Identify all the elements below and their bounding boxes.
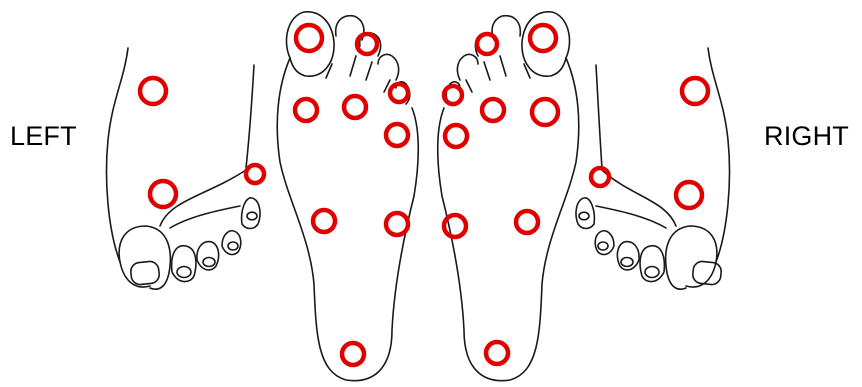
marker-left-top-little-toe [246,165,264,183]
marker-left-sole-toe-four [390,84,408,102]
right-foot-sole-view [438,12,579,381]
marker-left-sole-arch-1 [313,210,335,232]
marker-left-top-upper [140,78,166,104]
marker-left-sole-big-toe [296,25,322,51]
marker-right-sole-heel [486,342,508,364]
left-foot-label: LEFT [10,121,77,152]
marker-left-sole-ball-2 [344,96,366,118]
marker-right-top-upper [682,78,708,104]
marker-right-top-little-toe [591,168,609,186]
marker-left-sole-arch-2 [386,213,408,235]
marker-right-sole-big-toe [530,25,556,51]
marker-right-top-middle [676,182,702,208]
marker-right-sole-toe-two [477,34,497,54]
left-foot-sole-view [277,12,418,381]
marker-right-sole-ball-1 [482,99,504,121]
marker-left-sole-ball-3 [386,124,408,146]
marker-left-sole-heel [342,343,364,365]
left-foot-top-view [107,48,261,289]
marker-right-sole-arch-2 [516,211,538,233]
marker-left-sole-ball-1 [295,99,317,121]
marker-group [140,25,708,365]
right-foot-label: RIGHT [764,121,849,152]
marker-right-sole-ball-3 [445,125,467,147]
marker-left-top-middle [150,181,176,207]
marker-right-sole-ball-2 [532,99,558,125]
marker-right-sole-arch-1 [444,215,466,237]
